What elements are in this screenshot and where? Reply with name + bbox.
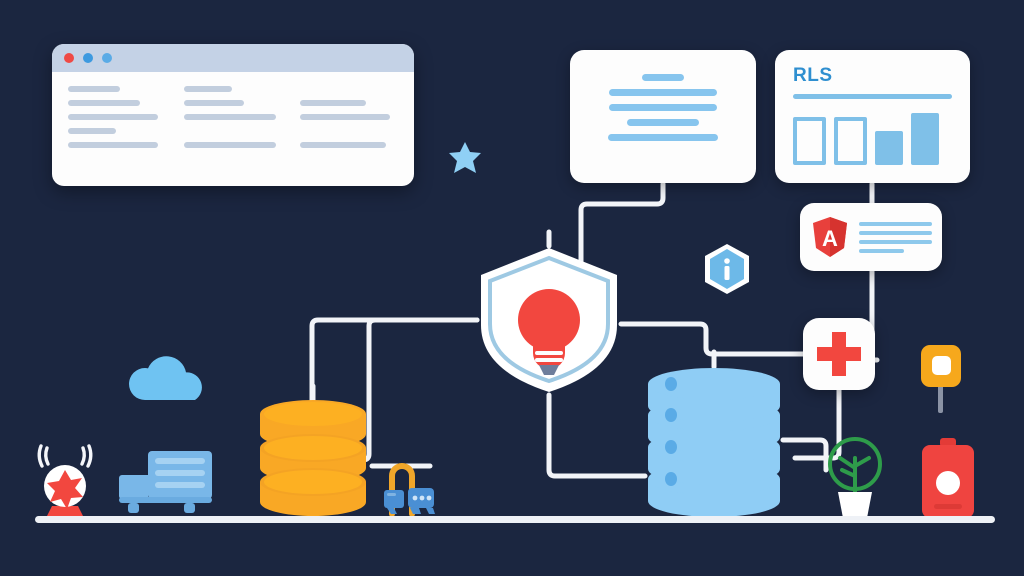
text-card[interactable] — [570, 50, 756, 183]
text-line — [68, 142, 158, 148]
text-line — [609, 89, 717, 96]
cloud-icon — [125, 352, 215, 404]
browser-content — [52, 72, 414, 148]
puzzle-piece-icon — [447, 140, 483, 176]
text-line — [608, 134, 718, 141]
angular-shield-icon: A — [810, 215, 850, 259]
info-hexagon-icon[interactable] — [703, 243, 751, 295]
text-line — [184, 86, 232, 92]
security-shield-bulb[interactable] — [477, 245, 621, 395]
svg-text:A: A — [822, 226, 838, 251]
potted-plant-icon[interactable] — [822, 432, 888, 518]
chart-bar-outline — [834, 117, 867, 165]
content-column-1 — [68, 86, 166, 148]
browser-window[interactable] — [52, 44, 414, 186]
chart-bar-filled — [875, 131, 903, 165]
ground-line — [35, 516, 995, 523]
text-line — [627, 119, 699, 126]
lightbulb-icon — [518, 289, 580, 375]
browser-titlebar — [52, 44, 414, 72]
database-orange[interactable] — [258, 398, 368, 518]
chart-bar-outline — [793, 117, 826, 165]
text-line — [642, 74, 684, 81]
traffic-light-close-icon[interactable] — [64, 53, 74, 63]
text-line — [859, 221, 932, 226]
medical-cross-card[interactable] — [803, 318, 875, 390]
text-line — [68, 100, 140, 106]
text-line — [859, 248, 905, 253]
text-line — [184, 100, 244, 106]
text-line — [300, 100, 366, 106]
text-line — [68, 128, 116, 134]
red-cross-icon — [817, 332, 861, 376]
text-line — [68, 114, 158, 120]
rls-card-rule — [793, 94, 952, 99]
chart-bar-filled — [911, 113, 939, 165]
orange-sign-post-icon[interactable] — [917, 343, 965, 413]
text-line — [300, 142, 386, 148]
red-canister-icon[interactable] — [920, 438, 976, 518]
rls-card-chart — [793, 113, 952, 165]
text-line — [300, 114, 390, 120]
alarm-siren-icon[interactable] — [34, 434, 96, 518]
angular-card[interactable]: A — [800, 203, 942, 271]
content-column-3 — [300, 86, 398, 148]
traffic-light-minimize-icon[interactable] — [83, 53, 93, 63]
text-line — [859, 230, 932, 235]
locked-cart-icon[interactable] — [378, 452, 440, 518]
traffic-light-maximize-icon[interactable] — [102, 53, 112, 63]
delivery-truck-icon[interactable] — [118, 447, 214, 519]
database-blue[interactable] — [645, 367, 783, 518]
text-card-lines — [570, 50, 756, 141]
angular-card-lines — [859, 221, 932, 253]
text-line — [184, 114, 276, 120]
rls-card[interactable]: RLS — [775, 50, 970, 183]
content-column-2 — [184, 86, 282, 148]
rls-card-title: RLS — [793, 65, 833, 86]
text-line — [68, 86, 120, 92]
text-line — [609, 104, 717, 111]
text-line — [184, 142, 276, 148]
text-line — [859, 239, 932, 244]
